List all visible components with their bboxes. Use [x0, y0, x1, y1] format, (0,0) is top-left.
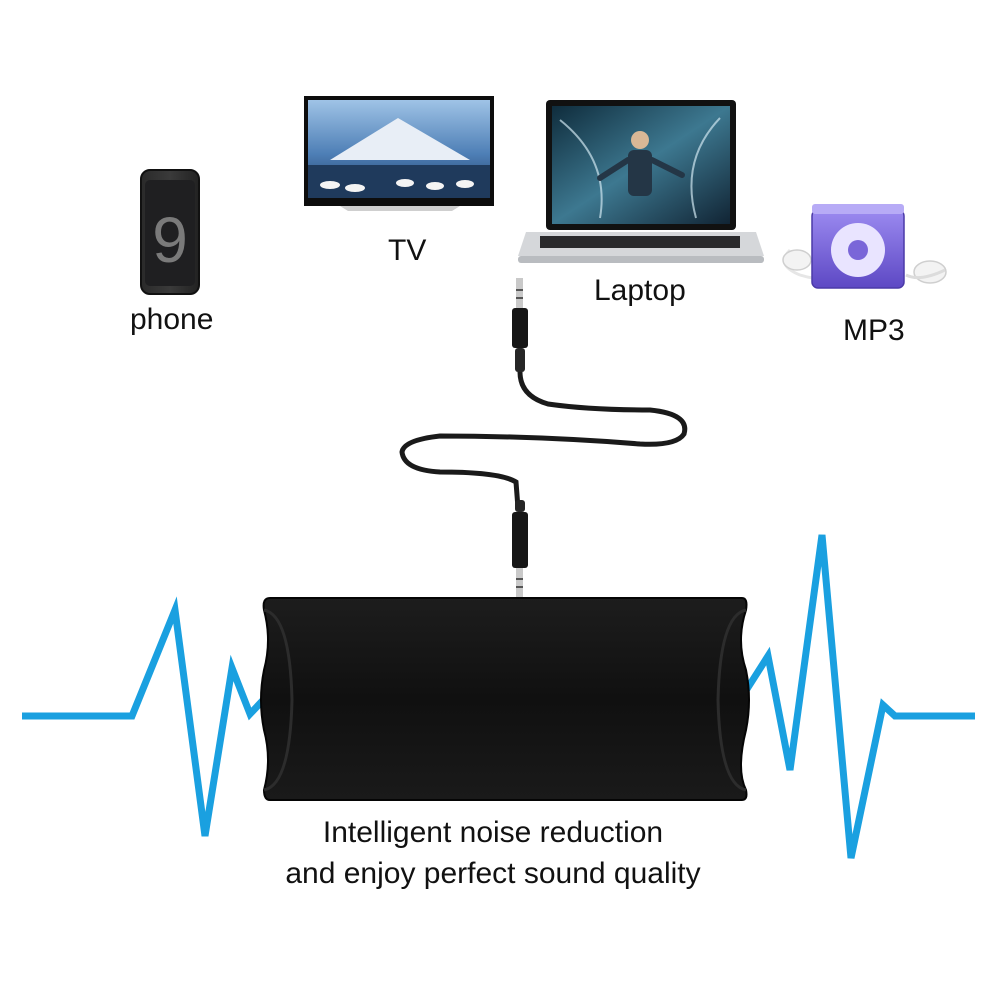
mp3-player-icon — [782, 204, 947, 289]
sound-wave-left — [22, 596, 285, 837]
caption-line-1: Intelligent noise reduction — [322, 816, 664, 849]
noise-isolator-device — [260, 597, 750, 801]
device-label-tv: TV — [388, 234, 427, 267]
device-label-laptop: Laptop — [594, 274, 686, 307]
tv-icon — [304, 96, 494, 211]
phone-screen-digit: 9 — [152, 204, 188, 276]
audio-jack-bottom-icon — [512, 500, 528, 598]
sound-wave-right — [737, 534, 975, 859]
device-label-phone: phone — [130, 303, 214, 336]
sound-wave-icon — [22, 534, 975, 859]
smartphone-icon: 9 — [140, 169, 200, 295]
caption: Intelligent noise reduction and enjoy pe… — [0, 812, 986, 894]
device-label-mp3: MP3 — [843, 314, 905, 347]
caption-line-2: and enjoy perfect sound quality — [285, 857, 701, 890]
audio-cable — [399, 278, 688, 598]
audio-jack-top-icon — [512, 278, 528, 372]
laptop-icon — [518, 100, 764, 263]
